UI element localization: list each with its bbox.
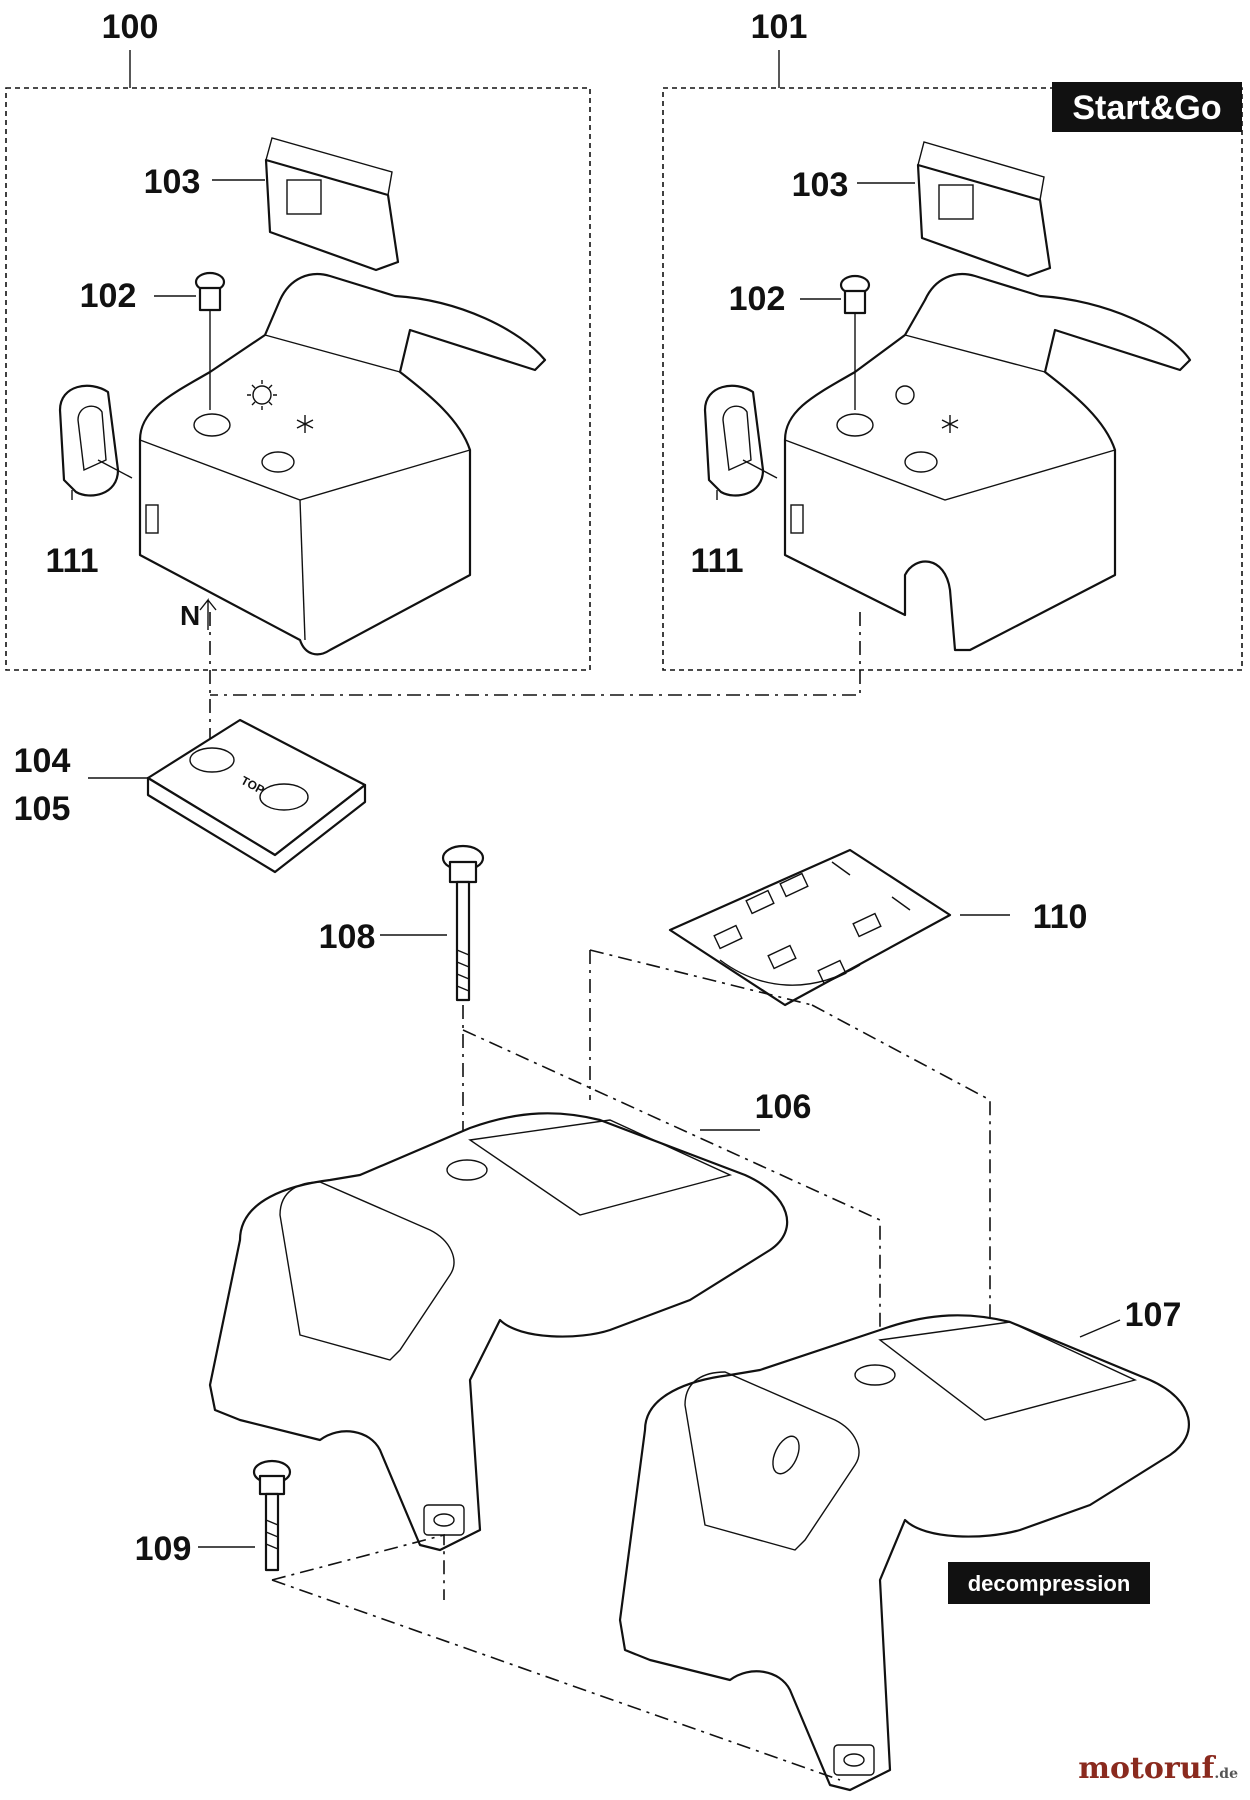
label-102-a: 102: [80, 277, 137, 315]
label-111-b: 111: [691, 542, 744, 580]
part-107-shroud: [618, 1314, 1190, 1792]
assembly-line-109-b: [271, 1533, 445, 1600]
part-102-screw-b: [839, 274, 871, 410]
label-103-a: 103: [144, 163, 201, 201]
group-box-101: [662, 87, 1243, 671]
watermark-suffix: .de: [1214, 1766, 1238, 1782]
part-103-cap-a: [264, 137, 400, 272]
assembly-line-110-c: [811, 1004, 991, 1400]
leader-107: [1079, 1319, 1121, 1338]
start-go-badge: Start&Go: [1052, 82, 1242, 132]
label-101: 101: [751, 8, 808, 46]
label-111-a: 111: [46, 542, 99, 580]
decompression-label: decompression: [968, 1571, 1131, 1596]
part-111-clip-b: [703, 384, 778, 497]
sun-icon-b: [895, 385, 915, 405]
north-marking: N: [180, 600, 200, 631]
label-103-b: 103: [792, 166, 849, 204]
snowflake-icon-b: [941, 415, 959, 433]
part-108-screw: [441, 844, 485, 1002]
label-102-b: 102: [729, 280, 786, 318]
shroud-cover-101: [783, 272, 1192, 652]
assembly-line-108b: [462, 1029, 881, 1335]
start-go-label: Start&Go: [1072, 89, 1221, 127]
decompression-badge: decompression: [948, 1562, 1150, 1604]
sun-icon: [252, 385, 272, 405]
part-106-shroud: [208, 1112, 789, 1552]
assembly-line-109-a: [271, 1579, 841, 1781]
label-109: 109: [135, 1530, 192, 1568]
snowflake-icon: [296, 415, 314, 433]
assembly-line-110-b: [589, 949, 813, 1006]
part-102-screw-a: [194, 271, 226, 410]
part-109-screw: [252, 1459, 292, 1572]
watermark: motoruf.de: [1078, 1751, 1238, 1786]
part-110-decal: [668, 848, 952, 1007]
label-104: 104: [14, 742, 71, 780]
shroud-cover-100: N: [138, 272, 547, 656]
part-103-cap-b: [916, 141, 1052, 278]
part-104-filter: TOP: [146, 718, 367, 874]
watermark-brand: motoruf: [1078, 1751, 1215, 1786]
group-box-100: [5, 87, 591, 671]
label-106: 106: [755, 1088, 812, 1126]
label-110: 110: [1033, 898, 1088, 936]
label-108: 108: [319, 918, 376, 956]
label-107: 107: [1125, 1296, 1182, 1334]
part-111-clip-a: [58, 384, 133, 497]
label-105: 105: [14, 790, 71, 828]
label-100: 100: [102, 8, 159, 46]
